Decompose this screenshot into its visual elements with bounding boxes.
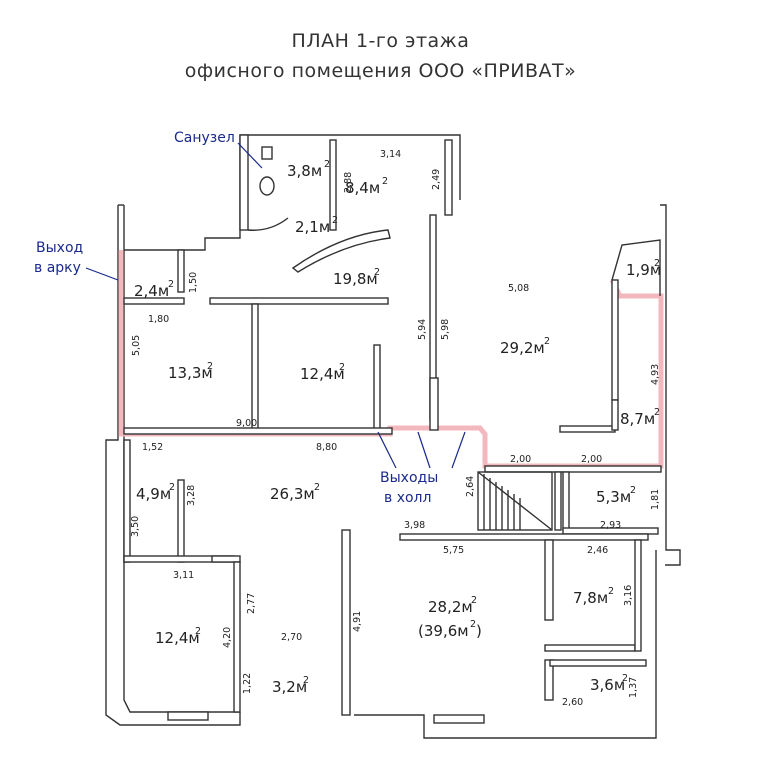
dimension-labels: 3,14 2,88 2,49 1,50 1,80 5,08 5,94 5,98 … — [130, 149, 661, 708]
pointer-arrow — [377, 431, 397, 469]
svg-text:1,37: 1,37 — [628, 677, 639, 698]
annotation-sanuzel: Санузел — [174, 130, 235, 146]
annotation-exits-hall: Выходы — [380, 470, 438, 486]
svg-text:3,50: 3,50 — [130, 516, 141, 537]
svg-text:2,00: 2,00 — [581, 454, 602, 465]
pointer-arrow — [417, 431, 431, 469]
room-area-label: 2,1м — [295, 218, 330, 236]
room-area-label: 2,4м — [134, 282, 169, 300]
annotation-exit-arch: Выход — [36, 240, 83, 256]
room-area-label: 12,4м — [300, 365, 345, 383]
room-area-label: 4,9м — [136, 485, 171, 503]
pointer-arrow — [237, 142, 263, 169]
svg-text:1,81: 1,81 — [650, 489, 661, 510]
plan-subtitle: офисного помещения ООО «ПРИВАТ» — [184, 60, 577, 82]
svg-text:4,20: 4,20 — [222, 627, 233, 648]
svg-text:3,14: 3,14 — [380, 149, 401, 160]
svg-text:2: 2 — [471, 595, 477, 606]
svg-text:2: 2 — [654, 407, 660, 418]
svg-text:8,80: 8,80 — [316, 442, 337, 453]
plan-title: ПЛАН 1-го этажа — [291, 30, 470, 52]
interior-walls — [123, 134, 662, 724]
svg-text:2: 2 — [608, 586, 614, 597]
svg-text:2: 2 — [382, 176, 388, 187]
outer-walls — [105, 134, 681, 739]
room-area-label: 13,3м — [168, 364, 213, 382]
svg-text:2: 2 — [470, 619, 476, 630]
room-area-label: 7,8м — [573, 589, 608, 607]
svg-text:3,16: 3,16 — [623, 585, 634, 606]
svg-text:2,93: 2,93 — [600, 520, 621, 531]
room-area-label: 1,9м — [626, 261, 661, 279]
svg-text:2: 2 — [339, 362, 345, 373]
svg-text:2: 2 — [168, 279, 174, 290]
room-labels: 3,8м 8,4м 2,1м 19,8м 2,4м 1,9м 29,2м 13,… — [134, 162, 661, 696]
svg-text:2: 2 — [622, 673, 628, 684]
svg-text:2,00: 2,00 — [510, 454, 531, 465]
pointer-arrow — [451, 431, 466, 469]
svg-text:2,46: 2,46 — [587, 545, 608, 556]
svg-text:2: 2 — [324, 159, 330, 170]
svg-text:2,88: 2,88 — [343, 172, 354, 193]
svg-text:2,77: 2,77 — [246, 593, 257, 614]
toilet-icon — [259, 146, 275, 196]
svg-text:1,50: 1,50 — [188, 272, 199, 293]
svg-text:3,28: 3,28 — [186, 485, 197, 506]
svg-text:3,98: 3,98 — [404, 520, 425, 531]
svg-text:2: 2 — [195, 626, 201, 637]
svg-text:2: 2 — [314, 482, 320, 493]
svg-text:2: 2 — [654, 258, 660, 269]
svg-text:4,93: 4,93 — [650, 364, 661, 385]
svg-text:9,00: 9,00 — [236, 418, 257, 429]
room-area-label: 26,3м — [270, 485, 315, 503]
room-area-label: 8,4м — [345, 179, 380, 197]
svg-text:3,11: 3,11 — [173, 570, 194, 581]
room-area-label: (39,6м — [418, 622, 469, 640]
svg-text:4,91: 4,91 — [352, 611, 363, 632]
annotations: Санузел Выход в арку Выходы в холл — [34, 130, 466, 506]
svg-text:2: 2 — [374, 267, 380, 278]
room-area-label: 28,2м — [428, 598, 473, 616]
svg-text:2: 2 — [544, 336, 550, 347]
svg-text:): ) — [476, 622, 482, 640]
svg-text:1,80: 1,80 — [148, 314, 169, 325]
room-area-label: 29,2м — [500, 339, 545, 357]
svg-text:5,08: 5,08 — [508, 283, 529, 294]
svg-text:1,52: 1,52 — [142, 442, 163, 453]
svg-text:5,94: 5,94 — [417, 319, 428, 340]
svg-text:2,49: 2,49 — [431, 169, 442, 190]
svg-text:5,75: 5,75 — [443, 545, 464, 556]
annotation-exits-hall: в холл — [384, 490, 431, 506]
svg-text:2: 2 — [630, 485, 636, 496]
svg-text:2: 2 — [207, 361, 213, 372]
room-area-label: 3,2м — [272, 678, 307, 696]
staircase — [477, 471, 553, 531]
svg-text:2: 2 — [332, 215, 338, 226]
room-area-label: 5,3м — [596, 488, 631, 506]
svg-text:2,70: 2,70 — [281, 632, 302, 643]
svg-text:1,22: 1,22 — [242, 673, 253, 694]
room-area-label: 8,7м — [620, 410, 655, 428]
svg-text:5,98: 5,98 — [440, 319, 451, 340]
room-area-label: 3,8м — [287, 162, 322, 180]
annotation-exit-arch: в арку — [34, 260, 81, 276]
room-area-label: 12,4м — [155, 629, 200, 647]
svg-text:2: 2 — [303, 675, 309, 686]
room-area-label: 19,8м — [333, 270, 378, 288]
pointer-arrow — [85, 267, 119, 281]
area-superscripts: 2 2 2 2 2 2 2 2 2 2 2 2 2 2 2 2 2 2 2 ) — [168, 159, 660, 686]
svg-text:5,05: 5,05 — [131, 335, 142, 356]
svg-text:2,60: 2,60 — [562, 697, 583, 708]
room-area-label: 3,6м — [590, 676, 625, 694]
svg-text:2: 2 — [169, 482, 175, 493]
svg-text:2,64: 2,64 — [465, 476, 476, 497]
